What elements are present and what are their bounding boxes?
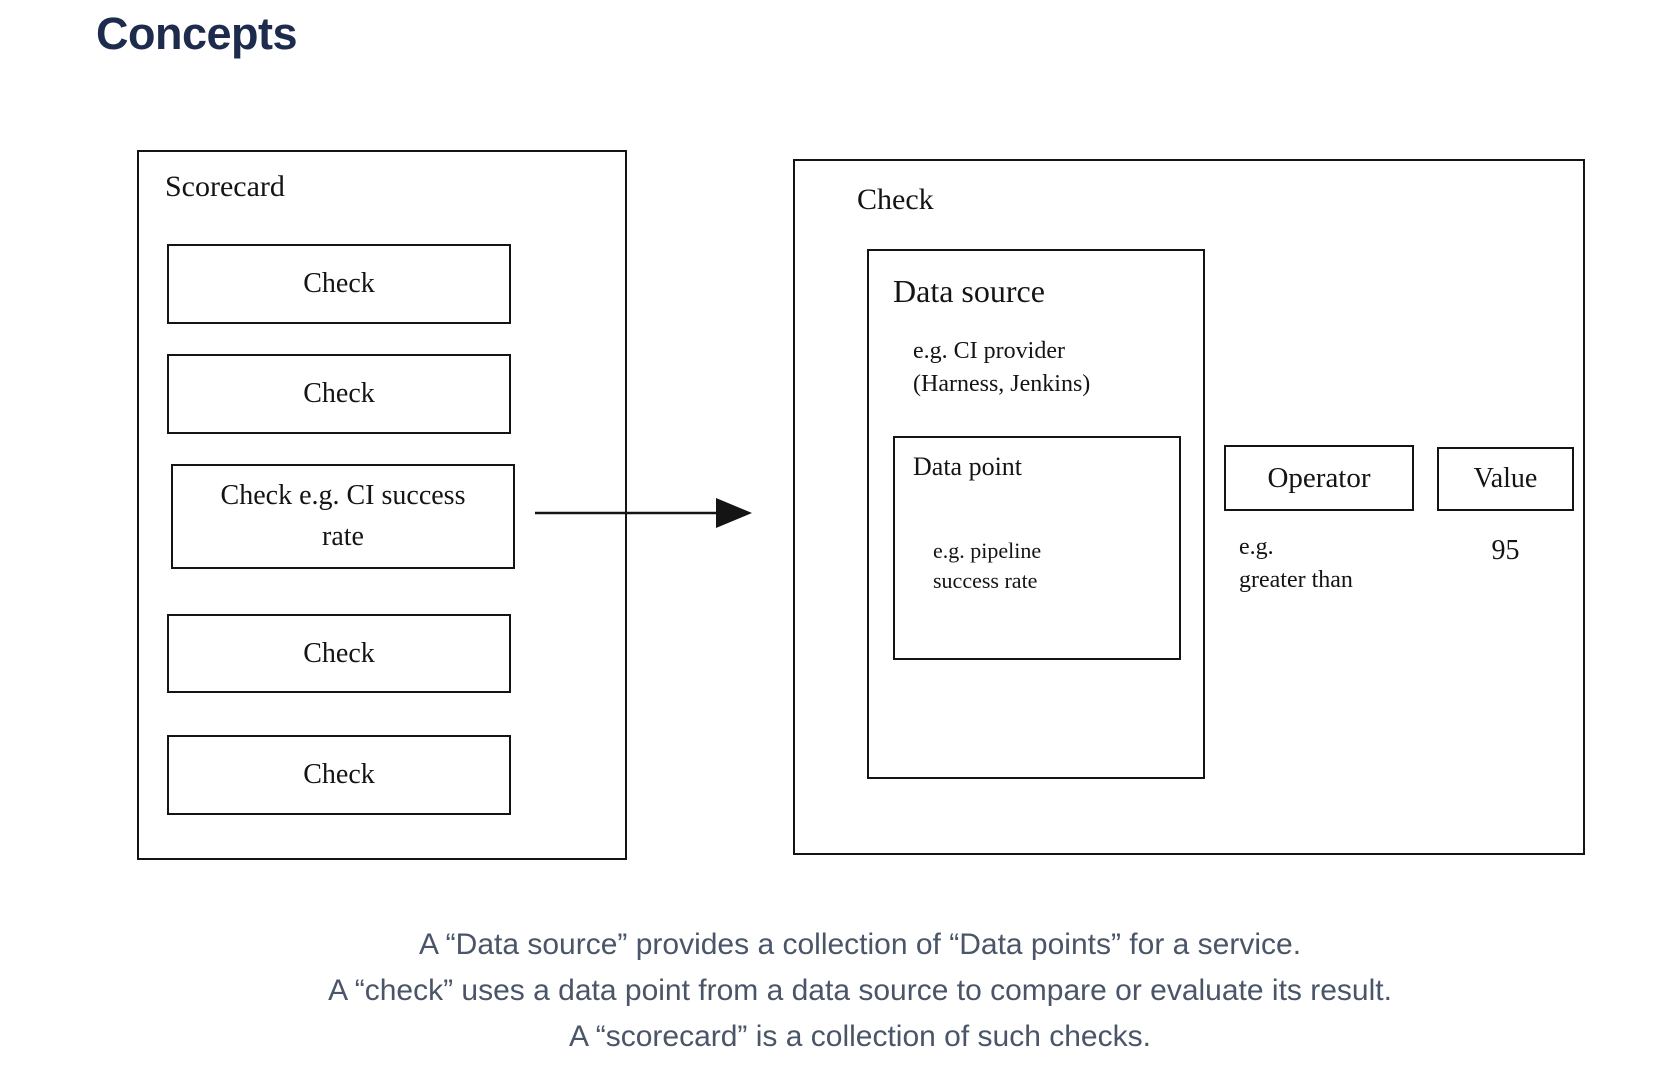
data-point-box: Data point e.g. pipeline success rate [893,436,1181,660]
data-source-example: e.g. CI provider (Harness, Jenkins) [913,335,1090,401]
check-box-label: Check [303,268,375,299]
check-box: Check [167,244,511,324]
value-box: Value [1437,447,1574,511]
check-box-label: Check [303,378,375,409]
check-box: Check [167,354,511,434]
caption-line-2: A “check” uses a data point from a data … [328,974,1392,1007]
check-box-label: Check [303,637,375,669]
operator-example: e.g. greater than [1239,531,1353,597]
operator-label: Operator [1267,461,1371,494]
scorecard-label: Scorecard [165,170,285,203]
operator-box: Operator [1224,445,1414,511]
data-source-example-line2: (Harness, Jenkins) [913,371,1091,397]
data-point-example-line1: e.g. pipeline [933,538,1042,563]
check-box: Check [167,614,511,693]
data-source-box: Data source e.g. CI provider (Harness, J… [867,249,1205,779]
page-title: Concepts [96,8,298,59]
check-box-label: Check e.g. CI success rate [220,479,466,552]
check-box-ci-success-rate: Check e.g. CI success rate [171,464,515,569]
data-source-label: Data source [893,273,1045,309]
caption-line-1: A “Data source” provides a collection of… [418,928,1302,961]
scorecard-panel: Scorecard Check Check Check e.g. CI succ… [137,150,627,860]
check-panel: Check Data source e.g. CI provider (Harn… [793,159,1585,855]
value-label: Value [1473,463,1538,494]
data-point-example: e.g. pipeline success rate [933,536,1041,596]
value-example: 95 [1491,535,1520,566]
check-box-label: Check [303,759,375,790]
data-point-example-line2: success rate [933,568,1038,593]
caption-line-3: A “scorecard” is a collection of such ch… [569,1020,1151,1053]
data-source-example-line1: e.g. CI provider [913,338,1065,364]
data-point-label: Data point [913,452,1023,481]
caption: A “Data source” provides a collection of… [60,922,1660,1060]
arrow-connector [535,498,752,528]
check-box: Check [167,735,511,815]
operator-example-line2: greater than [1239,567,1353,593]
operator-example-line1: e.g. [1239,534,1274,560]
check-panel-label: Check [857,183,934,216]
